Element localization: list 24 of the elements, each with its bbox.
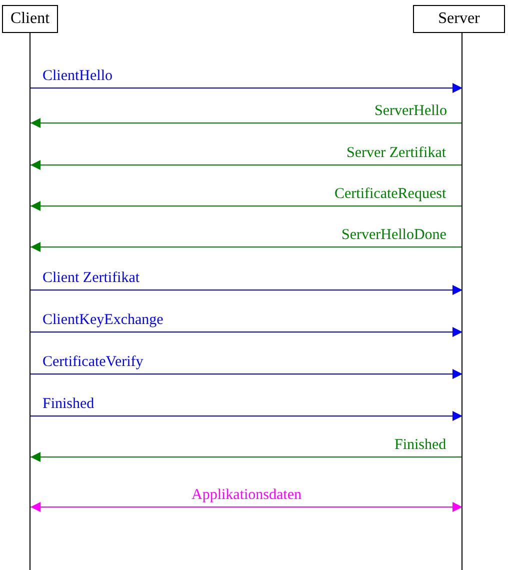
arrow — [30, 502, 463, 512]
arrow — [30, 83, 463, 93]
message-label: Finished — [42, 395, 94, 413]
message-label: Server Zertifikat — [346, 144, 446, 162]
arrow — [30, 160, 463, 170]
message-label: CertificateRequest — [334, 185, 446, 203]
message-label: ServerHello — [374, 102, 447, 120]
participant-box: Server — [413, 5, 505, 33]
arrow — [30, 452, 463, 462]
arrow — [30, 369, 463, 379]
arrow — [30, 411, 463, 421]
arrow — [30, 285, 463, 295]
participant-box: Client — [2, 5, 58, 33]
arrow — [30, 327, 463, 337]
message-label: Finished — [394, 436, 446, 454]
arrow — [30, 201, 463, 211]
arrow — [30, 118, 463, 128]
message-label: ClientHello — [42, 67, 112, 85]
message-label: CertificateVerify — [42, 353, 144, 371]
arrow — [30, 242, 463, 252]
message-label: ServerHelloDone — [342, 226, 446, 244]
message-label: ClientKeyExchange — [42, 311, 164, 329]
message-label: Client Zertifikat — [42, 269, 140, 287]
message-label: Applikationsdaten — [192, 486, 302, 504]
